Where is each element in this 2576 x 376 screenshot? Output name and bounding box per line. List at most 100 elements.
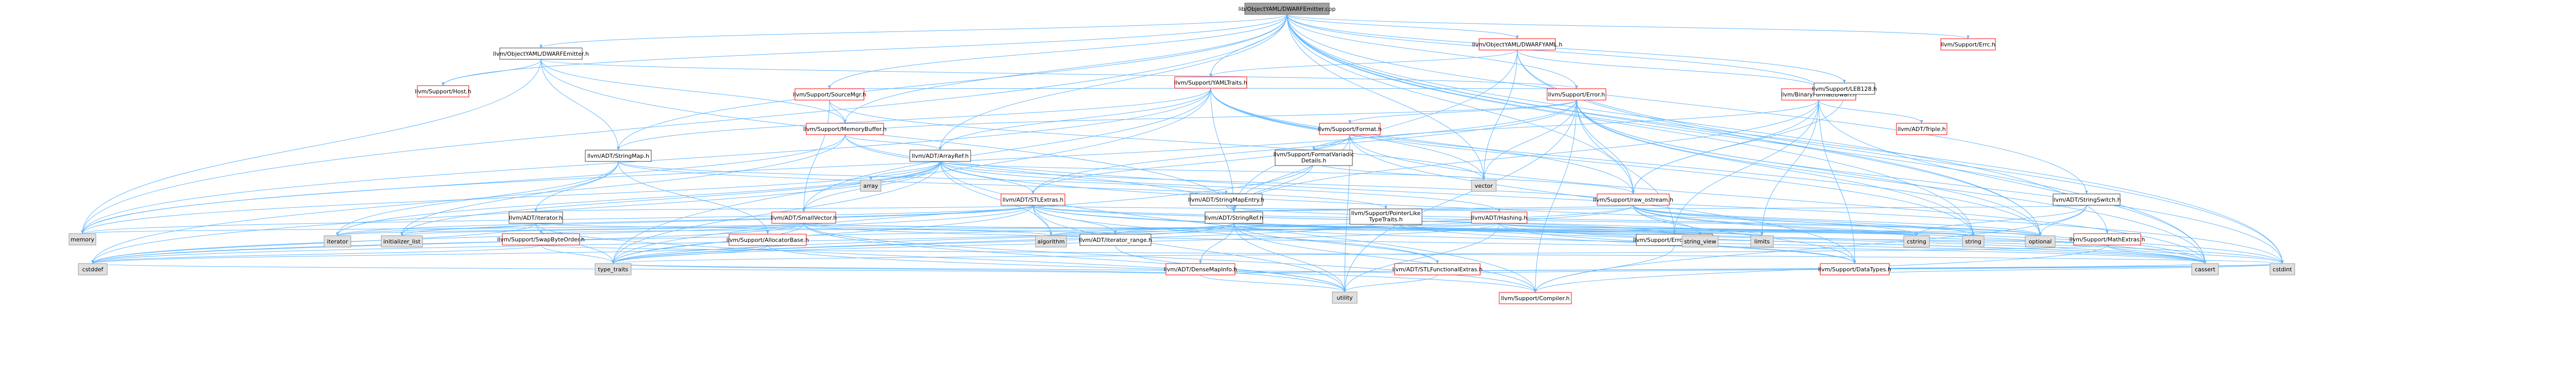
node-box[interactable]: [728, 234, 807, 246]
node-box[interactable]: [324, 235, 351, 248]
node-string[interactable]: string: [1962, 235, 1985, 248]
node-STLExtras_h[interactable]: llvm/ADT/STLExtras.h: [1001, 193, 1065, 206]
node-Hashing_h[interactable]: llvm/ADT/Hashing.h: [1471, 211, 1528, 224]
node-box[interactable]: [585, 150, 652, 162]
node-box[interactable]: [771, 211, 836, 224]
node-box[interactable]: [1319, 123, 1381, 135]
node-StringRef_h[interactable]: llvm/ADT/StringRef.h: [1205, 211, 1263, 224]
node-box[interactable]: [1814, 83, 1875, 95]
node-optional[interactable]: optional: [2025, 235, 2056, 248]
node-YAMLTraits_h[interactable]: llvm/Support/YAMLTraits.h: [1174, 76, 1247, 89]
node-box[interactable]: [1896, 123, 1947, 135]
node-cstddef[interactable]: cstddef: [78, 263, 108, 275]
node-AllocatorBase_h[interactable]: llvm/Support/AllocatorBase.h: [726, 234, 809, 246]
node-SourceMgr_h[interactable]: llvm/Support/SourceMgr.h: [793, 88, 866, 101]
node-box[interactable]: [1547, 88, 1606, 101]
node-LEB128_h[interactable]: llvm/Support/LEB128.h: [1812, 83, 1877, 95]
node-DenseMapInfo_h[interactable]: llvm/ADT/DenseMapInfo.h: [1164, 263, 1238, 275]
node-box[interactable]: [1820, 263, 1890, 275]
node-limits[interactable]: limits: [1750, 235, 1774, 248]
node-DataTypes_h[interactable]: llvm/Support/DataTypes.h: [1818, 263, 1891, 275]
node-box[interactable]: [595, 263, 632, 275]
node-box[interactable]: [2025, 235, 2056, 248]
node-box[interactable]: [502, 233, 580, 246]
node-cstdint[interactable]: cstdint: [2269, 263, 2295, 275]
node-box[interactable]: [1275, 150, 1353, 166]
node-Format_h[interactable]: llvm/Support/Format.h: [1318, 123, 1382, 135]
node-box[interactable]: [794, 88, 865, 101]
node-box[interactable]: [1479, 38, 1556, 51]
node-box[interactable]: [1471, 211, 1528, 224]
node-Triple_h[interactable]: llvm/ADT/Triple.h: [1896, 123, 1947, 135]
node-cstring[interactable]: cstring: [1903, 235, 1930, 248]
node-cassert[interactable]: cassert: [2191, 263, 2219, 275]
node-MathExtras_h[interactable]: llvm/Support/MathExtras.h: [2070, 233, 2145, 246]
node-Host_h[interactable]: llvm/Support/Host.h: [415, 85, 471, 97]
node-iterator_h[interactable]: llvm/ADT/iterator.h: [509, 211, 563, 224]
edge-ArrayRef_h-to-iterator: [336, 161, 941, 236]
node-box[interactable]: [1682, 235, 1719, 248]
node-box[interactable]: [1903, 235, 1930, 248]
node-box[interactable]: [509, 211, 563, 224]
node-ArrayRef_h[interactable]: llvm/ADT/ArrayRef.h: [909, 150, 971, 162]
node-box[interactable]: [1349, 208, 1422, 225]
node-memory[interactable]: memory: [69, 233, 96, 246]
node-box[interactable]: [1499, 292, 1572, 304]
node-iterator_range_h[interactable]: llvm/ADT/iterator_range.h: [1079, 234, 1152, 246]
node-DWARFYAML_h[interactable]: llvm/ObjectYAML/DWARFYAML.h: [1472, 38, 1563, 51]
node-SmallVector_h[interactable]: llvm/ADT/SmallVector.h: [771, 211, 837, 224]
node-vector[interactable]: vector: [1471, 179, 1497, 192]
node-iterator[interactable]: iterator: [324, 235, 351, 248]
node-StringMap_h[interactable]: llvm/ADT/StringMap.h: [585, 150, 652, 162]
node-box[interactable]: [2191, 263, 2219, 275]
node-SwapByteOrder_h[interactable]: llvm/Support/SwapByteOrder.h: [497, 233, 585, 246]
node-box[interactable]: [2053, 193, 2121, 206]
node-Error_h[interactable]: llvm/Support/Error.h: [1547, 88, 1606, 101]
node-box[interactable]: [1001, 193, 1065, 206]
node-box[interactable]: [1190, 193, 1263, 206]
node-box[interactable]: [1165, 263, 1235, 275]
node-algorithm[interactable]: algorithm: [1035, 235, 1067, 248]
node-box[interactable]: [1394, 263, 1481, 275]
node-utility[interactable]: utility: [1332, 291, 1358, 304]
node-box[interactable]: [2269, 263, 2295, 275]
node-Compiler_h[interactable]: llvm/Support/Compiler.h: [1499, 292, 1572, 304]
node-box[interactable]: [1471, 179, 1497, 192]
node-initializer_list[interactable]: initializer_list: [381, 235, 423, 248]
edge-SmallVector_h-to-initializer_list: [400, 223, 804, 236]
node-Errc_h[interactable]: llvm/Support/Errc.h: [1940, 38, 1996, 51]
node-box[interactable]: [69, 233, 96, 246]
node-box[interactable]: [1750, 235, 1774, 248]
node-STLFunctionalExtras_h[interactable]: llvm/ADT/STLFunctionalExtras.h: [1392, 263, 1483, 275]
node-box[interactable]: [1244, 3, 1330, 15]
node-box[interactable]: [806, 123, 884, 135]
node-box[interactable]: [1174, 76, 1247, 89]
node-box[interactable]: [1035, 235, 1067, 248]
node-box[interactable]: [1079, 234, 1151, 246]
node-box[interactable]: [1962, 235, 1985, 248]
node-box[interactable]: [78, 263, 108, 275]
node-box[interactable]: [1597, 193, 1670, 206]
node-box[interactable]: [1332, 291, 1358, 304]
node-root[interactable]: lib/ObjectYAML/DWARFEmitter.cpp: [1239, 3, 1336, 15]
node-box[interactable]: [499, 47, 583, 60]
node-box[interactable]: [2073, 233, 2141, 246]
node-StringMapEntry_h[interactable]: llvm/ADT/StringMapEntry.h: [1188, 193, 1264, 206]
node-box[interactable]: [381, 235, 423, 248]
node-box[interactable]: [417, 85, 469, 97]
node-StringSwitch_h[interactable]: llvm/ADT/StringSwitch.h: [2052, 193, 2121, 206]
edge-raw_ostream_h-to-optional: [1633, 205, 2042, 236]
node-box[interactable]: [909, 150, 971, 162]
node-string_view[interactable]: string_view: [1682, 235, 1719, 248]
node-DWARFEmitter_h[interactable]: llvm/ObjectYAML/DWARFEmitter.h: [493, 47, 589, 60]
node-box[interactable]: [860, 179, 882, 192]
node-box[interactable]: [1205, 211, 1263, 224]
edge-Hashing_h-to-cassert: [1499, 223, 2207, 264]
node-raw_ostream_h[interactable]: llvm/Support/raw_ostream.h: [1593, 193, 1673, 206]
node-MemoryBuffer_h[interactable]: llvm/Support/MemoryBuffer.h: [803, 123, 887, 135]
node-type_traits[interactable]: type_traits: [595, 263, 632, 275]
node-array[interactable]: array: [860, 179, 882, 192]
node-box[interactable]: [1940, 38, 1996, 51]
